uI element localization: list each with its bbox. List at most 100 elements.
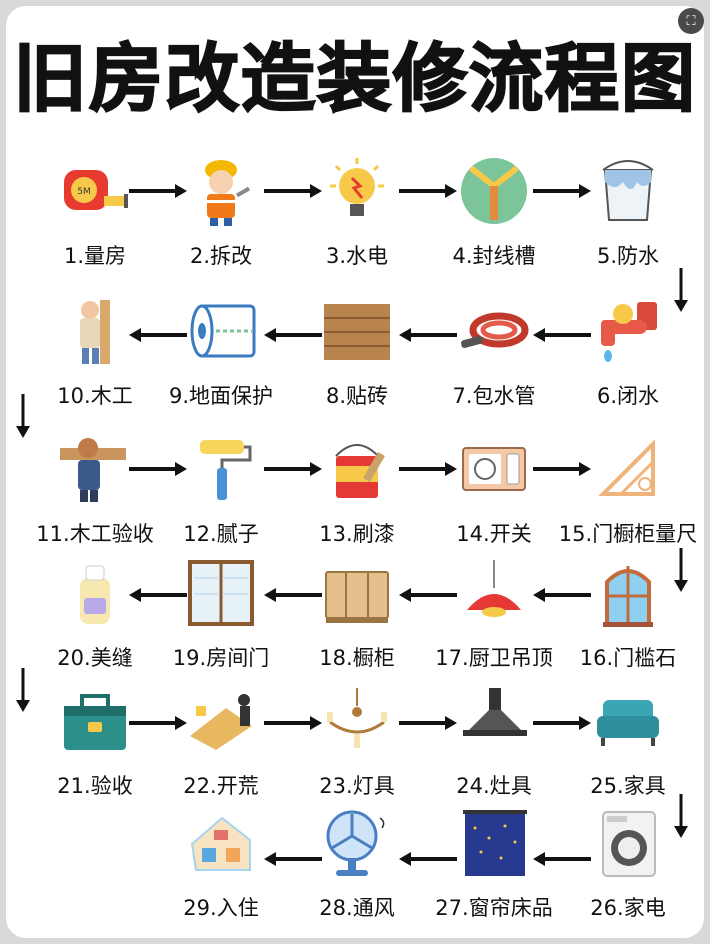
step-3: 3.水电 (297, 156, 417, 296)
step-label: 16.门槛石 (579, 646, 677, 670)
step-label: 9.地面保护 (168, 384, 274, 408)
step-10: 10.木工 (35, 296, 155, 436)
step-9: 9.地面保护 (161, 296, 281, 436)
step-label: 2.拆改 (189, 244, 253, 268)
floor-roll-icon (186, 296, 256, 366)
arrow-left-icon (533, 328, 591, 342)
arrow-right-icon (129, 716, 187, 730)
step-27: 27.窗帘床品 (434, 808, 554, 938)
step-label: 29.入住 (183, 896, 259, 920)
step-label: 20.美缝 (57, 646, 133, 670)
ruler-set-icon (593, 434, 663, 504)
arrow-right-icon (399, 462, 457, 476)
step-label: 7.包水管 (452, 384, 536, 408)
step-label: 6.闭水 (596, 384, 660, 408)
step-1: 5M 1.量房 (35, 156, 155, 296)
step-2: 2.拆改 (161, 156, 281, 296)
step-18: 18.橱柜 (297, 558, 417, 698)
toolbox-icon (60, 686, 130, 756)
arrow-right-icon (399, 716, 457, 730)
arrow-left-icon (399, 328, 457, 342)
arrow-down-icon (674, 268, 688, 312)
step-label: 21.验收 (57, 774, 133, 798)
arrow-left-icon (129, 328, 187, 342)
step-24: 24.灶具 (434, 686, 554, 826)
arrow-right-icon (533, 462, 591, 476)
step-13: 13.刷漆 (297, 434, 417, 574)
step-label: 12.腻子 (183, 522, 259, 546)
step-12: 12.腻子 (161, 434, 281, 574)
arrow-left-icon (129, 588, 187, 602)
arrow-left-icon (533, 588, 591, 602)
page-title: 旧房改造装修流程图 (12, 35, 697, 123)
step-26: 26.家电 (568, 808, 688, 938)
step-label: 22.开荒 (183, 774, 259, 798)
arrow-right-icon (264, 184, 322, 198)
svg-text:5M: 5M (77, 187, 91, 197)
tape-measure-icon: 5M (60, 156, 130, 226)
cleaning-icon (186, 686, 256, 756)
step-label: 8.贴砖 (325, 384, 389, 408)
step-label: 19.房间门 (172, 646, 270, 670)
step-15: 15.门橱柜量尺 (559, 434, 697, 574)
step-17: 17.厨卫吊顶 (434, 558, 554, 698)
arrow-right-icon (533, 184, 591, 198)
step-14: 14.开关 (434, 434, 554, 574)
step-6: 6.闭水 (568, 296, 688, 436)
faucet-icon (593, 296, 663, 366)
wood-tiles-icon (322, 296, 392, 366)
expand-icon[interactable]: ⛶ (678, 8, 704, 34)
window-icon (593, 558, 663, 628)
arrow-left-icon (399, 852, 457, 866)
step-16: 16.门槛石 (568, 558, 688, 698)
light-bulb-icon (322, 156, 392, 226)
step-label: 13.刷漆 (319, 522, 395, 546)
step-label: 5.防水 (596, 244, 660, 268)
step-label: 17.厨卫吊顶 (435, 646, 553, 670)
step-label: 10.木工 (57, 384, 133, 408)
chandelier-icon (322, 686, 392, 756)
arrow-right-icon (264, 716, 322, 730)
inspector-icon (60, 434, 130, 504)
step-22: 22.开荒 (161, 686, 281, 826)
step-19: 19.房间门 (161, 558, 281, 698)
step-label: 15.门橱柜量尺 (558, 522, 698, 546)
step-29: 29.入住 (161, 808, 281, 938)
carpenter-icon (60, 296, 130, 366)
step-28: 28.通风 (297, 808, 417, 938)
step-5: 5.防水 (568, 156, 688, 296)
step-11: 11.木工验收 (35, 434, 155, 574)
arrow-down-icon (16, 668, 30, 712)
trowel-icon (459, 156, 529, 226)
arrow-right-icon (129, 184, 187, 198)
step-label: 1.量房 (63, 244, 127, 268)
worker-icon (186, 156, 256, 226)
step-23: 23.灯具 (297, 686, 417, 826)
pendant-lamp-icon (459, 558, 529, 628)
paint-roller-icon (186, 434, 256, 504)
step-label: 28.通风 (319, 896, 395, 920)
arrow-left-icon (533, 852, 591, 866)
arrow-right-icon (399, 184, 457, 198)
house-icon (186, 808, 256, 878)
step-25: 25.家具 (568, 686, 688, 826)
step-4: 4.封线槽 (434, 156, 554, 296)
step-label: 11.木工验收 (36, 522, 154, 546)
step-label: 14.开关 (456, 522, 532, 546)
step-label: 27.窗帘床品 (435, 896, 553, 920)
washing-machine-icon (593, 808, 663, 878)
step-label: 23.灯具 (319, 774, 395, 798)
switch-socket-icon (459, 434, 529, 504)
arrow-left-icon (399, 588, 457, 602)
step-label: 24.灶具 (456, 774, 532, 798)
step-label: 18.橱柜 (319, 646, 395, 670)
arrow-right-icon (129, 462, 187, 476)
sliding-door-icon (186, 558, 256, 628)
arrow-left-icon (264, 588, 322, 602)
sofa-icon (593, 686, 663, 756)
range-hood-icon (459, 686, 529, 756)
hose-icon (459, 296, 529, 366)
paint-can-icon (322, 434, 392, 504)
arrow-down-icon (16, 394, 30, 438)
